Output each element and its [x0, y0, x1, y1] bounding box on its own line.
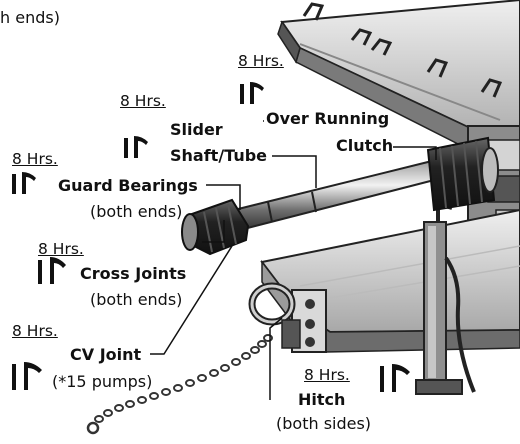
guard-bearings-hours: 8 Hrs.	[12, 150, 58, 168]
cross-joints-hours: 8 Hrs.	[38, 240, 84, 258]
cross-joints-label: Cross Joints	[80, 264, 187, 283]
jack-stand	[415, 202, 476, 395]
safety-chain	[86, 334, 273, 435]
hitch-label: Hitch	[298, 390, 346, 409]
over-running-clutch-label-2: Clutch	[336, 136, 394, 155]
slider-shaft-hours: 8 Hrs.	[120, 92, 166, 110]
over-running-clutch-housing	[426, 136, 499, 212]
slider-shaft-label: Slider	[170, 120, 223, 139]
leader-lines	[150, 120, 437, 400]
mower-deck-frame	[277, 0, 520, 152]
hitch-hours: 8 Hrs.	[304, 366, 350, 384]
grease-gun-icon	[12, 82, 410, 392]
hitch-assembly	[248, 282, 327, 353]
cross-joints-label-2: (both ends)	[90, 290, 183, 309]
cv-joint-label: CV Joint	[70, 345, 142, 364]
over-running-clutch-label: Over Running	[266, 109, 390, 128]
pto-drive-shaft	[224, 158, 444, 234]
over-running-clutch-hours: 8 Hrs.	[238, 52, 284, 70]
cv-joint-hours: 8 Hrs.	[12, 322, 58, 340]
cv-joint-boot	[181, 198, 250, 256]
cv-joint-label-2: (*15 pumps)	[52, 372, 153, 391]
truncated-label: h ends)	[0, 8, 60, 27]
guard-bearings-label-2: (both ends)	[90, 202, 183, 221]
guard-bearings-label: Guard Bearings	[58, 176, 198, 195]
slider-shaft-label-2: Shaft/Tube	[170, 146, 268, 165]
hitch-label-2: (both sides)	[276, 414, 372, 433]
